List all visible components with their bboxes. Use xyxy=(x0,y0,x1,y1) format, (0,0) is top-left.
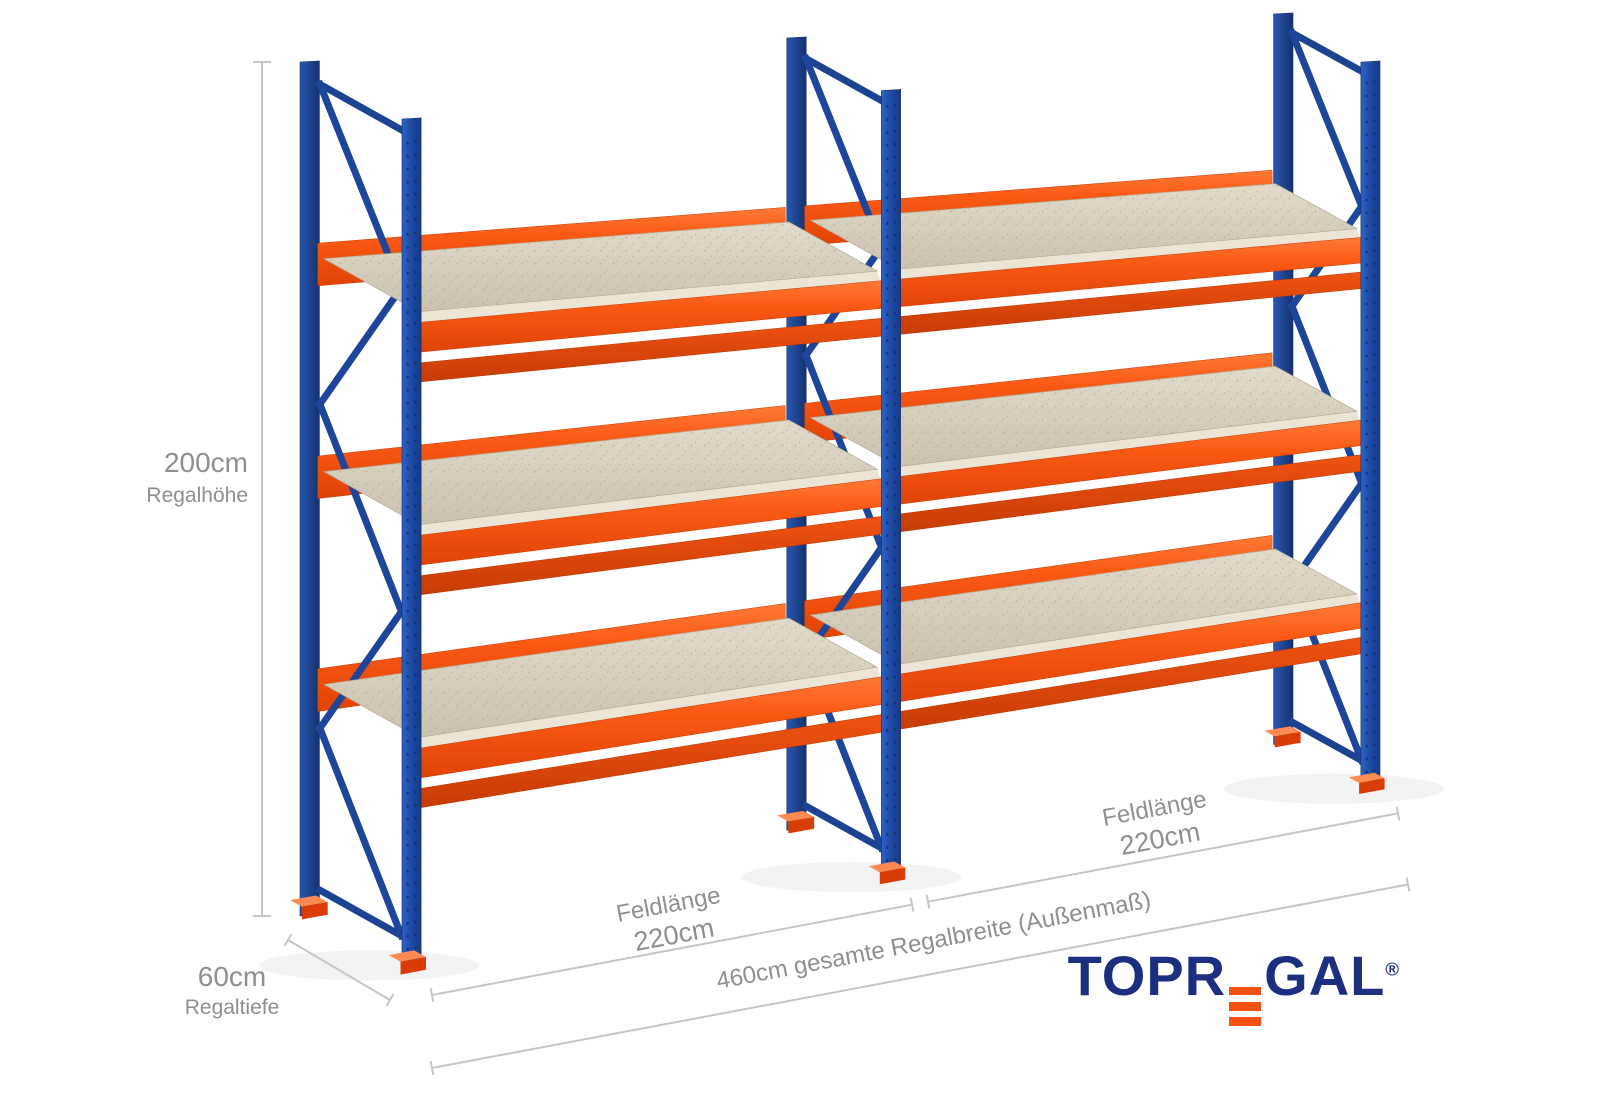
foot-plate-front xyxy=(1274,731,1301,748)
frame-diagonal-brace xyxy=(315,723,406,941)
frame-strut-top xyxy=(801,53,887,106)
foot-plate-top xyxy=(1348,772,1385,783)
upright-post-back xyxy=(299,60,320,917)
foot-plate-front xyxy=(879,867,906,885)
shelf-deck-front-edge xyxy=(898,411,1360,477)
bay1-dimension: Feldlänge 220cm xyxy=(429,882,915,1003)
total-dim-line xyxy=(431,883,1409,1069)
depth-value: 60cm xyxy=(198,961,266,992)
shelf-deck-speckle xyxy=(810,183,1357,270)
foot-plate-top xyxy=(388,950,426,962)
frame-diagonal-brace xyxy=(315,282,407,409)
shelf-deck-speckle xyxy=(323,222,878,312)
rack-structure xyxy=(259,12,1445,981)
foot-plate-front xyxy=(301,902,328,920)
frame-diagonal-brace xyxy=(315,606,407,733)
shelf-deck-front-edge xyxy=(418,271,881,323)
height-value: 200cm xyxy=(164,447,248,478)
foot-plate-front xyxy=(400,957,426,975)
depth-label: Regaltiefe xyxy=(185,996,280,1019)
height-dimension: 200cm Regalhöhe xyxy=(146,61,271,917)
ground-shadow xyxy=(741,862,962,893)
shelf-deck-speckle xyxy=(323,618,878,738)
upright-post-front xyxy=(401,117,422,974)
upright-post-front xyxy=(881,89,901,884)
ground-shadow xyxy=(1224,773,1445,804)
shelf-deck-front-edge xyxy=(898,593,1360,674)
dim-tick xyxy=(385,993,395,1007)
shelf-deck-speckle xyxy=(810,366,1357,467)
brand-logo: TOPR GAL® xyxy=(1068,943,1400,1026)
height-label: Regalhöhe xyxy=(146,484,248,507)
bay1-dim-line xyxy=(431,903,913,996)
dim-tick xyxy=(429,1060,435,1076)
frame-strut-bottom xyxy=(315,885,407,941)
dim-tick xyxy=(925,894,931,909)
logo-text-left: TOPR xyxy=(1067,944,1227,1008)
foot-plate-front xyxy=(1359,778,1385,794)
foot-plate-top xyxy=(1264,726,1301,737)
foot-plate-top xyxy=(777,810,815,822)
logo-registered-mark: ® xyxy=(1385,959,1400,981)
frame-strut-bottom xyxy=(1287,717,1367,766)
foot-plate-front xyxy=(788,817,815,834)
dim-tick xyxy=(1405,877,1411,892)
depth-dimension: 60cm Regaltiefe xyxy=(185,933,395,1019)
shelf-deck-front-edge xyxy=(418,469,881,535)
dim-tick xyxy=(283,933,293,947)
frame-diagonal-brace xyxy=(1287,28,1367,211)
shelf-deck-speckle xyxy=(810,549,1357,665)
frame-diagonal-brace xyxy=(315,399,406,617)
shelf-deck-speckle xyxy=(323,420,878,525)
frame-strut-bottom xyxy=(801,801,887,853)
bay2-dimension: Feldlänge 220cm xyxy=(925,786,1401,909)
foot-plate-top xyxy=(290,895,328,907)
frame-strut-top xyxy=(1287,28,1367,77)
dim-tick xyxy=(909,897,915,912)
logo-e-icon xyxy=(1228,986,1262,1026)
logo-text-right: GAL xyxy=(1264,944,1386,1008)
upright-post-front xyxy=(1360,60,1381,793)
shelf-deck-front-edge xyxy=(898,228,1360,279)
shelf-deck-front-edge xyxy=(418,667,881,748)
dim-tick xyxy=(429,987,435,1003)
frame-strut-top xyxy=(315,79,407,135)
dim-tick xyxy=(1395,806,1401,821)
ground-shadow xyxy=(259,950,480,981)
foot-plate-top xyxy=(868,861,906,873)
bay2-dim-line xyxy=(927,812,1399,903)
bay1-dim-label-group: Feldlänge 220cm xyxy=(614,882,723,957)
depth-dim-line xyxy=(287,939,391,1001)
